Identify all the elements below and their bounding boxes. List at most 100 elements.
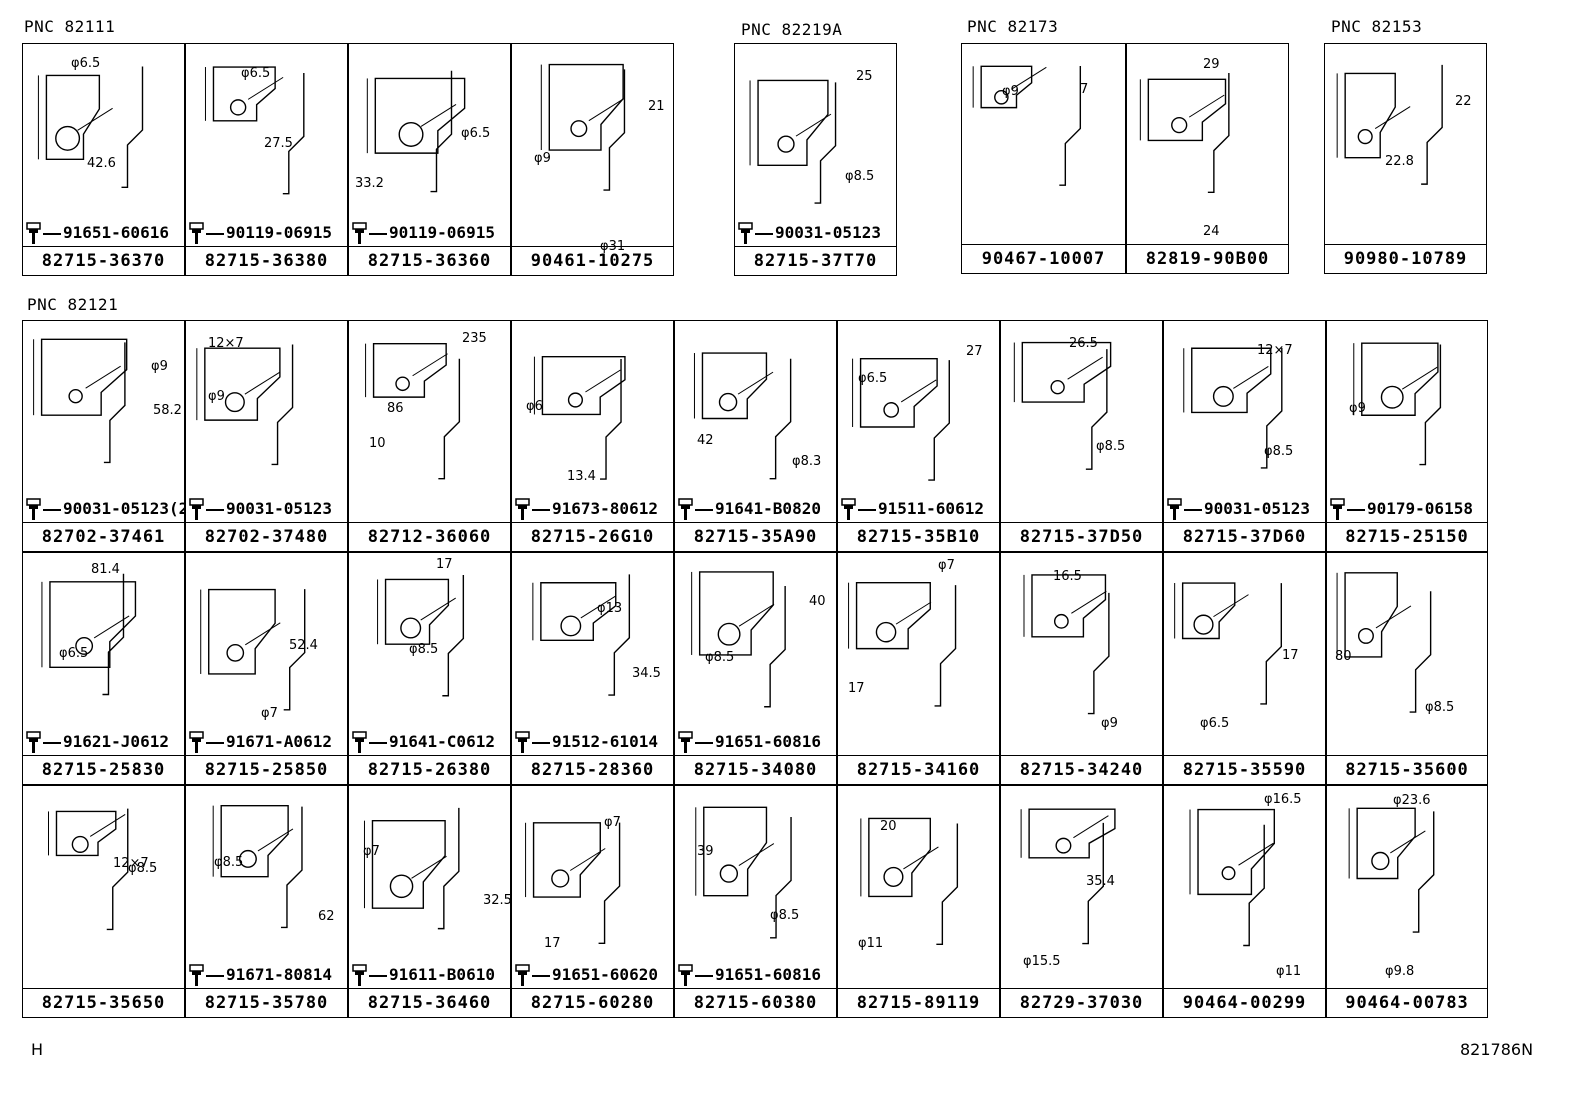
part-number[interactable]: 82715-26G10 [512, 522, 673, 551]
part-number[interactable]: 90464-00299 [1164, 988, 1325, 1017]
part-number[interactable]: 90464-00783 [1327, 988, 1487, 1017]
part-number[interactable]: 82715-26380 [349, 755, 510, 784]
part-number[interactable]: 82715-25850 [186, 755, 347, 784]
dimension-label: 32.5 [483, 893, 512, 908]
part-number[interactable]: 82715-36460 [349, 988, 510, 1017]
fastener-part-number: 91651-60816 [715, 965, 821, 984]
fastener-callout: 91651-60816 [677, 730, 821, 754]
part-number[interactable]: 82712-36060 [349, 522, 510, 551]
part-number[interactable]: 82715-37T70 [735, 246, 896, 275]
part-number[interactable]: 82715-34160 [838, 755, 999, 784]
leader-line [89, 813, 126, 837]
part-number[interactable]: 82715-35650 [23, 988, 184, 1017]
fastener-callout: 91641-B0820 [677, 497, 821, 521]
part-illustration [1013, 341, 1112, 470]
part-number[interactable]: 82715-36370 [23, 246, 184, 275]
part-number[interactable]: 90461-10275 [512, 246, 673, 275]
part-number[interactable]: 82715-28360 [512, 755, 673, 784]
part-number[interactable]: 82715-36360 [349, 246, 510, 275]
dimension-label: φ7 [363, 844, 380, 859]
dimension-label: 40 [809, 594, 826, 609]
dimension-label: 22.8 [1385, 154, 1414, 169]
part-number[interactable]: 82715-35600 [1327, 755, 1487, 784]
mounting-hole [1193, 614, 1214, 635]
part-illustration [749, 79, 837, 204]
part-number[interactable]: 82715-34240 [1001, 755, 1162, 784]
part-number[interactable]: 82715-60280 [512, 988, 673, 1017]
side-profile [437, 807, 460, 930]
dimension-label: 21 [648, 99, 665, 114]
part-number[interactable]: 82715-37D60 [1164, 522, 1325, 551]
part-number[interactable]: 82819-90B00 [1127, 244, 1288, 273]
part-illustration [212, 804, 303, 929]
part-number[interactable]: 90467-10007 [962, 244, 1125, 273]
dimension-label: 27 [966, 344, 983, 359]
part-number[interactable]: 82702-37461 [23, 522, 184, 551]
mounting-hole [883, 402, 900, 418]
fastener-callout: 91651-60616 [25, 221, 169, 245]
part-illustration [1023, 574, 1110, 715]
leader-line [85, 365, 121, 389]
part-number[interactable]: 82715-37D50 [1001, 522, 1162, 551]
side-profile [770, 817, 792, 939]
part-number[interactable]: 82729-37030 [1001, 988, 1162, 1017]
part-number[interactable]: 82715-35B10 [838, 522, 999, 551]
part-number[interactable]: 82715-35A90 [675, 522, 836, 551]
leader-dash [43, 232, 61, 235]
bracket-outline [980, 65, 1033, 109]
side-profile [764, 586, 786, 708]
part-number[interactable]: 82715-25830 [23, 755, 184, 784]
fastener-part-number: 90031-05123 [1204, 499, 1310, 518]
part-number[interactable]: 82715-34080 [675, 755, 836, 784]
part-number[interactable]: 82715-35780 [186, 988, 347, 1017]
dimension-label: 25 [856, 69, 873, 84]
part-number[interactable]: 82715-60380 [675, 988, 836, 1017]
part-number[interactable]: 82715-36380 [186, 246, 347, 275]
part-number[interactable]: 90980-10789 [1325, 244, 1486, 273]
part-illustration [540, 63, 626, 191]
pnc-header-82111: PNC 82111 [24, 17, 116, 36]
mounting-hole [55, 125, 81, 151]
part-illustration [860, 817, 959, 945]
part-number[interactable]: 82715-25150 [1327, 522, 1487, 551]
part-number[interactable]: 82702-37480 [186, 522, 347, 551]
part-number[interactable]: 82715-35590 [1164, 755, 1325, 784]
part-illustration [1183, 347, 1283, 469]
part-number[interactable]: 82715-89119 [838, 988, 999, 1017]
